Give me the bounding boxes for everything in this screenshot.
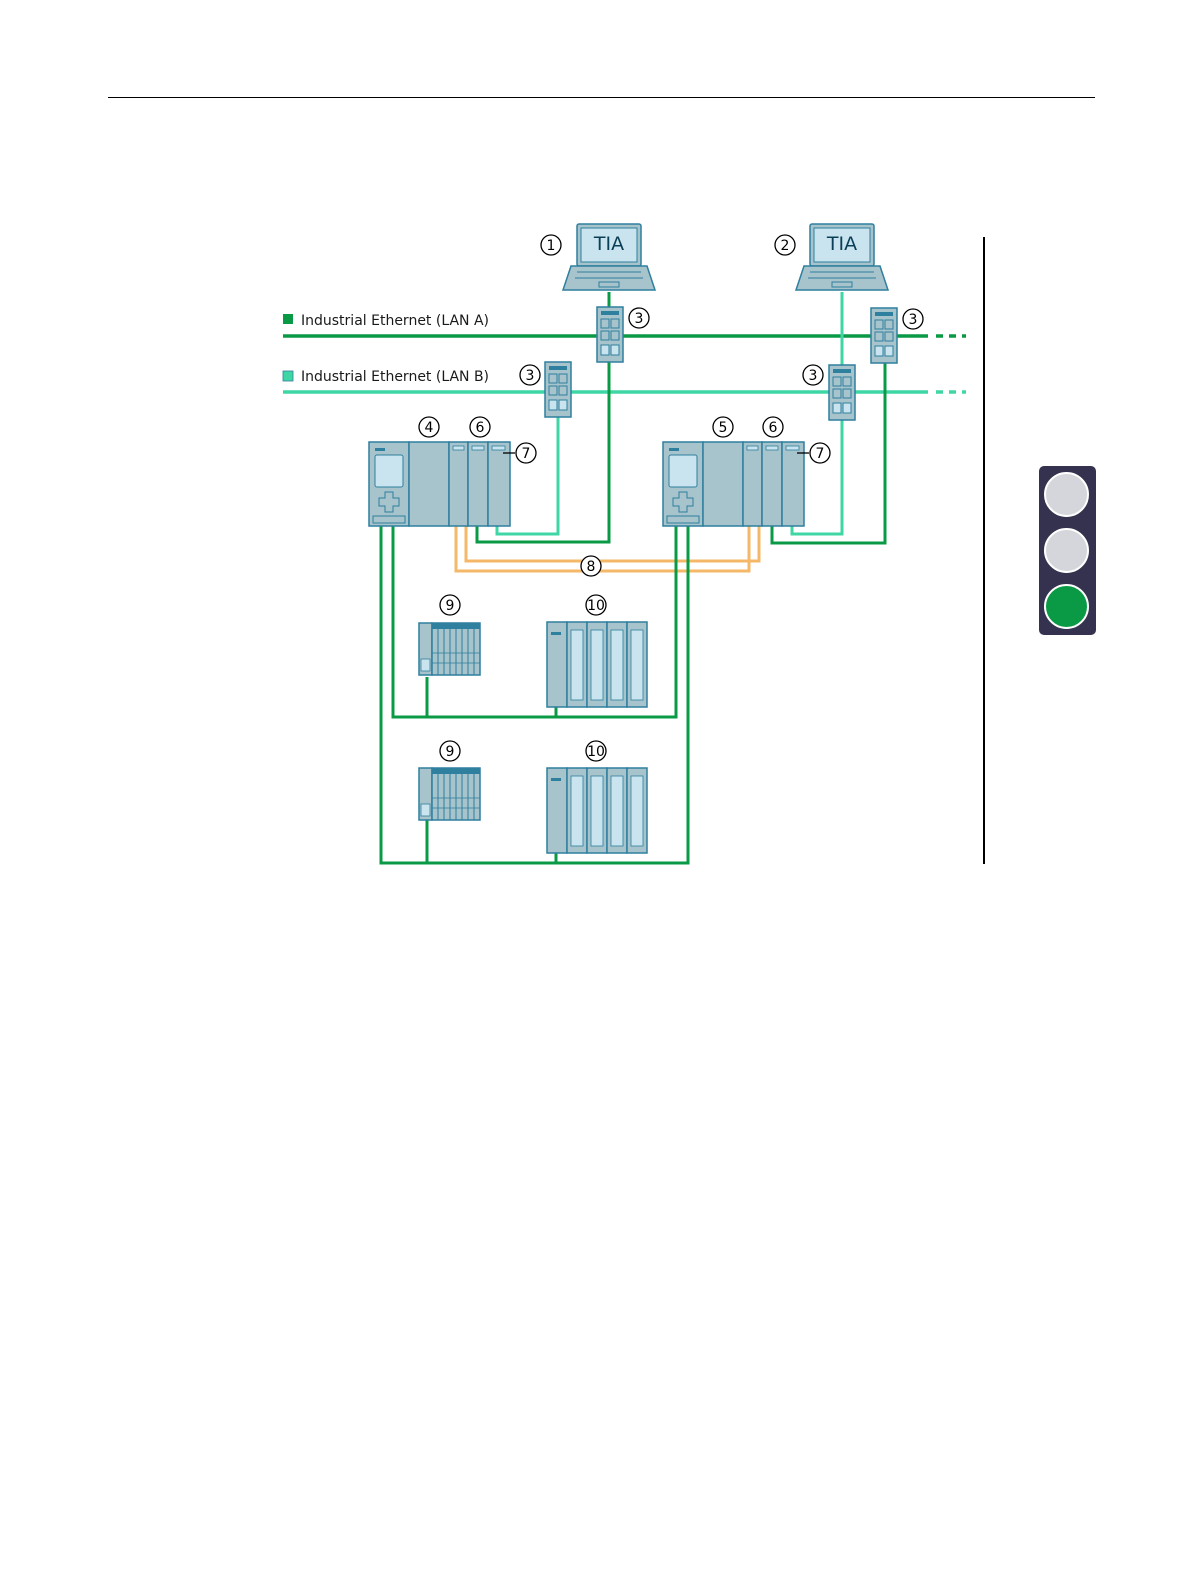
- svg-text:6: 6: [769, 420, 778, 436]
- callout-6-right: 6: [763, 417, 783, 437]
- callout-3-d: 3: [803, 365, 823, 385]
- svg-text:7: 7: [522, 446, 531, 462]
- svg-text:9: 9: [446, 598, 455, 614]
- callout-7-right: 7: [810, 443, 830, 463]
- svg-text:4: 4: [425, 420, 434, 436]
- svg-text:2: 2: [781, 238, 790, 254]
- legend-swatch-lan-b: [283, 371, 293, 381]
- callout-5: 5: [713, 417, 733, 437]
- cpu-rack-right: [663, 442, 804, 526]
- engineering-laptop-1: TIA: [563, 224, 655, 290]
- callout-3-a: 3: [629, 308, 649, 328]
- svg-text:3: 3: [909, 312, 918, 328]
- callout-1: 1: [541, 235, 561, 255]
- engineering-laptop-2: TIA: [796, 224, 888, 290]
- callout-3-c: 3: [520, 365, 540, 385]
- legend-swatch-lan-a: [283, 314, 293, 324]
- et200mp-upper: [547, 622, 647, 707]
- traffic-light-middle-lamp: [1044, 528, 1089, 573]
- svg-text:5: 5: [719, 420, 728, 436]
- traffic-light-indicator: [1039, 466, 1096, 635]
- svg-text:10: 10: [587, 598, 605, 614]
- callout-9-lower: 9: [440, 741, 460, 761]
- svg-text:3: 3: [809, 368, 818, 384]
- traffic-light-top-lamp: [1044, 472, 1089, 517]
- svg-text:3: 3: [635, 311, 644, 327]
- callout-10-lower: 10: [586, 741, 606, 761]
- callout-9-upper: 9: [440, 595, 460, 615]
- traffic-light-bottom-lamp: [1044, 584, 1089, 629]
- et200sp-upper: [419, 623, 480, 675]
- legend-label-lan-b: Industrial Ethernet (LAN B): [301, 369, 489, 385]
- svg-text:6: 6: [476, 420, 485, 436]
- callout-4: 4: [419, 417, 439, 437]
- laptop-2-label: TIA: [826, 233, 857, 255]
- svg-text:1: 1: [547, 238, 556, 254]
- callout-10-upper: 10: [586, 595, 606, 615]
- laptop-1-label: TIA: [593, 233, 624, 255]
- legend-label-lan-a: Industrial Ethernet (LAN A): [301, 313, 489, 329]
- svg-text:10: 10: [587, 744, 605, 760]
- cpu-rack-left: [369, 442, 510, 526]
- switch-lan-b-left: [545, 362, 571, 417]
- callout-2: 2: [775, 235, 795, 255]
- callout-8: 8: [581, 556, 601, 576]
- svg-text:7: 7: [816, 446, 825, 462]
- et200mp-lower: [547, 768, 647, 853]
- switch-lan-a-right: [871, 308, 897, 363]
- svg-text:3: 3: [526, 368, 535, 384]
- switch-lan-b-right: [829, 365, 855, 420]
- svg-text:8: 8: [587, 559, 596, 575]
- svg-text:9: 9: [446, 744, 455, 760]
- switch-lan-a-left: [597, 307, 623, 362]
- et200sp-lower: [419, 768, 480, 820]
- callout-7-left: 7: [516, 443, 536, 463]
- callout-3-b: 3: [903, 309, 923, 329]
- callout-6-left: 6: [470, 417, 490, 437]
